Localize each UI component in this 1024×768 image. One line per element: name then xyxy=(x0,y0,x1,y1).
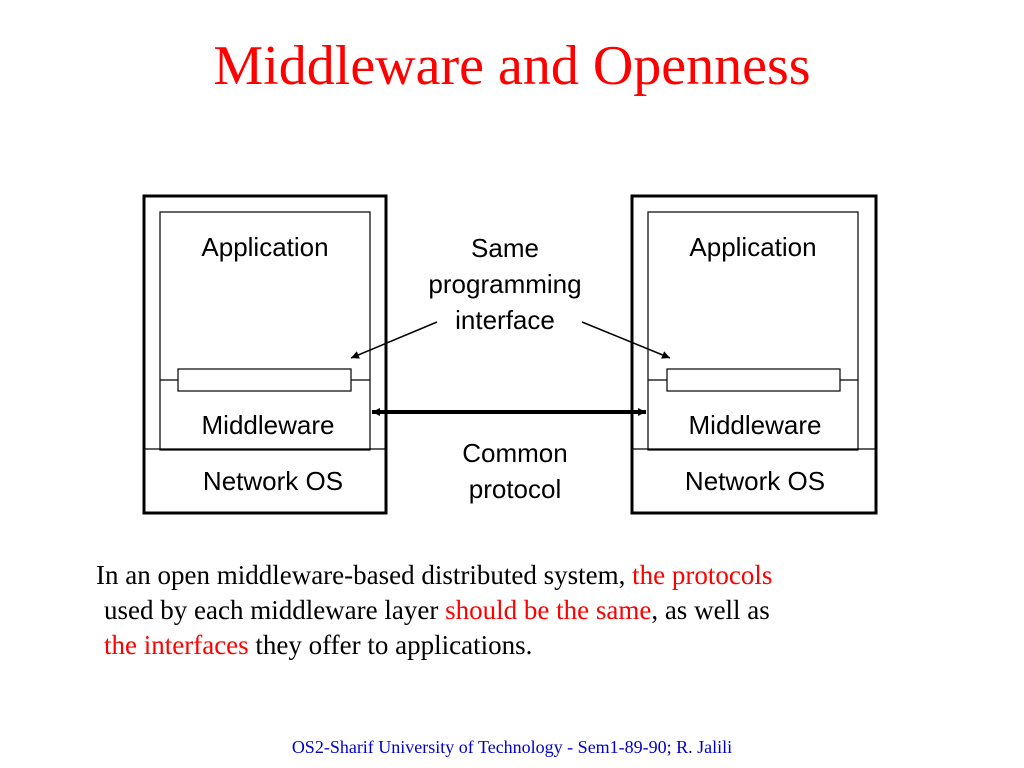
body-line-2: used by each middleware layer should be … xyxy=(96,593,976,628)
body-highlight-protocols: the protocols xyxy=(632,560,773,590)
footer-credit: OS2-Sharif University of Technology - Se… xyxy=(291,737,733,757)
body-line-1-text: In an open middleware-based distributed … xyxy=(96,560,633,590)
body-text: In an open middleware-based distributed … xyxy=(96,558,976,663)
body-highlight-same: should be the same xyxy=(445,595,652,625)
right-node: Application Middleware Network OS xyxy=(630,194,878,515)
interface-label-line-3: interface xyxy=(455,305,555,335)
left-node: Application Middleware Network OS xyxy=(142,194,388,515)
left-node-inner-box xyxy=(159,211,371,451)
left-node-api-bar xyxy=(177,368,352,392)
body-line-1: In an open middleware-based distributed … xyxy=(96,558,976,593)
left-node-network-os-label: Network OS xyxy=(203,466,343,496)
body-line-2-tail: , as well as xyxy=(651,595,770,625)
protocol-label-line-2: protocol xyxy=(469,474,562,504)
body-line-3: the interfaces they offer to application… xyxy=(96,628,976,663)
slide-title: Middleware and Openness xyxy=(213,35,811,97)
right-node-outer-box xyxy=(630,194,878,515)
left-node-application-label: Application xyxy=(201,232,328,262)
body-highlight-interfaces: the interfaces xyxy=(104,630,249,660)
interface-arrow-right xyxy=(581,321,671,359)
left-node-middleware-label: Middleware xyxy=(202,410,335,440)
interface-arrow-left xyxy=(350,321,438,359)
right-node-middleware-label: Middleware xyxy=(689,410,822,440)
interface-label-line-2: programming xyxy=(428,269,581,299)
interface-label-line-1: Same xyxy=(471,233,539,263)
right-node-api-bar xyxy=(666,368,841,392)
protocol-label-line-1: Common xyxy=(462,438,567,468)
right-node-application-label: Application xyxy=(689,232,816,262)
protocol-label: Common protocol xyxy=(462,438,567,504)
body-line-3-text: they offer to applications. xyxy=(248,630,533,660)
interface-label: Same programming interface xyxy=(428,233,581,335)
body-line-2-text: used by each middleware layer xyxy=(104,595,446,625)
right-node-network-os-label: Network OS xyxy=(685,466,825,496)
left-node-outer-box xyxy=(142,194,388,515)
right-node-inner-box xyxy=(647,211,859,451)
